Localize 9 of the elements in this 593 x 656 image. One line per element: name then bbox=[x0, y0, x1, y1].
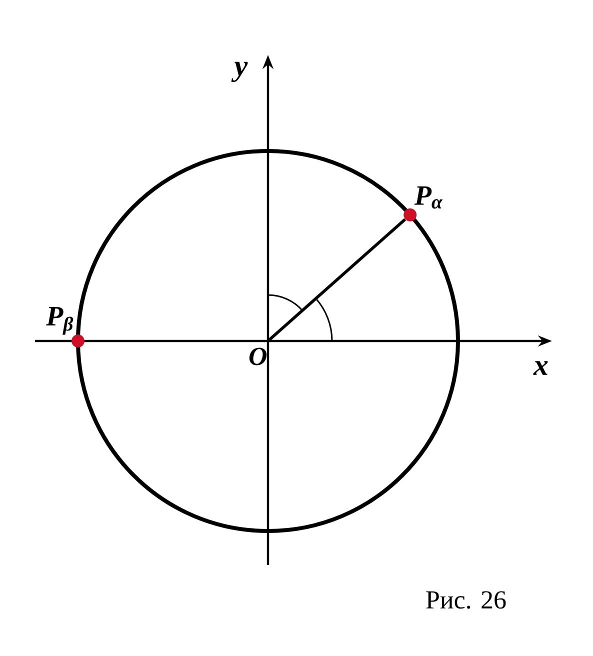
axis-label: y bbox=[231, 62, 248, 82]
radius-line bbox=[268, 218, 406, 341]
node-label: P$_{β}$ bbox=[46, 306, 74, 335]
caption: Рис. 26 bbox=[426, 591, 506, 609]
node-label: P$_{α}$ bbox=[414, 186, 443, 209]
axis-label: x bbox=[533, 361, 548, 375]
origin-point: O bbox=[249, 348, 267, 366]
point: P$_{β}$ bbox=[46, 307, 84, 348]
point: P$_{α}$ bbox=[404, 186, 443, 222]
